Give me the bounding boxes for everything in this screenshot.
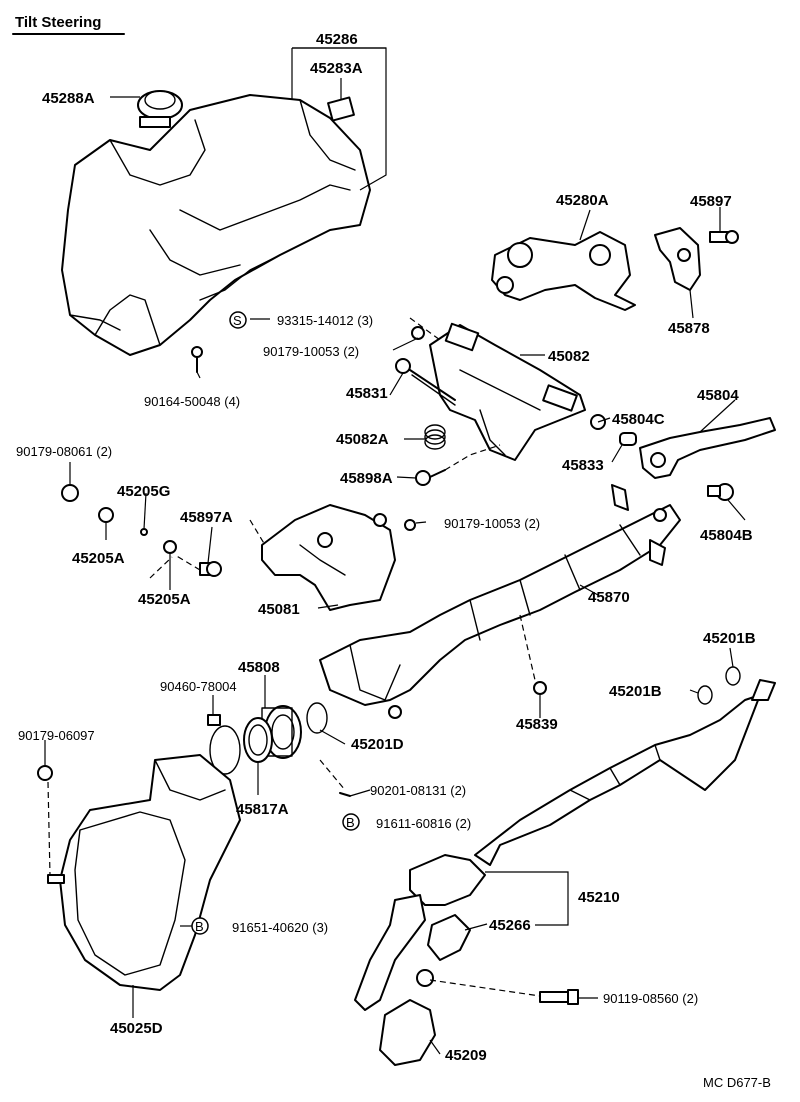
ring-45288A	[137, 90, 183, 120]
bushing-45833	[619, 432, 637, 446]
snap-ring-45201B-1	[697, 685, 713, 705]
screw-90164	[191, 346, 203, 373]
nut-90179-06097	[37, 765, 53, 781]
label-91651-40620: 91651-40620 (3)	[232, 920, 328, 935]
label-45286: 45286	[316, 31, 358, 48]
label-45831: 45831	[346, 385, 388, 402]
label-45201B-1: 45201B	[703, 630, 756, 647]
label-90179-10053-a: 90179-10053 (2)	[263, 344, 359, 359]
label-45878: 45878	[668, 320, 710, 337]
bracket-45081	[261, 504, 396, 611]
circled-b-text-2: B	[195, 919, 204, 934]
circled-s-marker	[229, 311, 247, 329]
label-90460-78004: 90460-78004	[160, 679, 237, 694]
washer-45205A-1	[98, 507, 114, 523]
bracket-45280A	[491, 231, 636, 311]
label-90201-08131: 90201-08131 (2)	[370, 783, 466, 798]
nut-90179-10053-top	[411, 326, 425, 340]
sleeve-45266	[427, 914, 471, 961]
circled-s-text: S	[233, 313, 242, 328]
label-45205A-1: 45205A	[72, 550, 125, 567]
label-45025D: 45025D	[110, 1020, 163, 1037]
label-90164-50048: 90164-50048 (4)	[144, 394, 240, 409]
insert-piece	[327, 96, 355, 122]
bolt-45804B	[707, 483, 734, 501]
label-45266: 45266	[489, 917, 531, 934]
label-45288A: 45288A	[42, 90, 95, 107]
label-45804B: 45804B	[700, 527, 753, 544]
label-45897: 45897	[690, 193, 732, 210]
label-45804C: 45804C	[612, 411, 665, 428]
label-90179-06097: 90179-06097	[18, 728, 95, 743]
label-45081: 45081	[258, 601, 300, 618]
label-45804: 45804	[697, 387, 739, 404]
label-45209: 45209	[445, 1047, 487, 1064]
column-tube-45870	[319, 484, 681, 719]
circled-b-marker-1	[342, 813, 360, 831]
bolt-45898A	[415, 469, 446, 486]
clamp-90460	[207, 714, 241, 775]
ball-45205G	[140, 528, 148, 536]
bolt-45897	[709, 230, 739, 244]
label-90179-08061: 90179-08061 (2)	[16, 444, 112, 459]
label-45082: 45082	[548, 348, 590, 365]
diagram-title: Tilt Steering	[15, 14, 101, 31]
nut-90179-08061	[61, 484, 79, 502]
snap-ring-45201B-2	[725, 666, 741, 686]
ring-45817A	[243, 717, 273, 763]
bracket-45082	[429, 322, 586, 461]
label-45808: 45808	[238, 659, 280, 676]
label-45283A: 45283A	[310, 60, 363, 77]
circled-b-marker-2	[191, 917, 209, 935]
circled-b-text-1: B	[346, 815, 355, 830]
cover-45025D	[59, 754, 241, 991]
yoke-45209	[379, 969, 436, 1066]
label-45280A: 45280A	[556, 192, 609, 209]
spring-45082A	[424, 424, 446, 450]
label-45817A: 45817A	[236, 801, 289, 818]
nut-90179-10053-bottom	[404, 519, 416, 531]
nut-45839	[533, 681, 547, 695]
label-45898A: 45898A	[340, 470, 393, 487]
label-90119-08560: 90119-08560 (2)	[603, 991, 698, 1006]
snap-ring-45201D	[306, 702, 328, 734]
label-45205G: 45205G	[117, 483, 170, 500]
label-45839: 45839	[516, 716, 558, 733]
washer-45205A-2	[163, 540, 177, 554]
label-45082A: 45082A	[336, 431, 389, 448]
lever-45878	[654, 227, 701, 291]
label-45205A-2: 45205A	[138, 591, 191, 608]
label-45870: 45870	[588, 589, 630, 606]
label-45897A: 45897A	[180, 509, 233, 526]
reference-code: MC D677-B	[703, 1075, 771, 1090]
intermediate-shaft-45210	[354, 679, 776, 1011]
label-45833: 45833	[562, 457, 604, 474]
label-90179-10053-b: 90179-10053 (2)	[444, 516, 540, 531]
pin-45897A	[199, 561, 222, 577]
screw-91651	[47, 874, 65, 884]
label-45210: 45210	[578, 889, 620, 906]
label-45201B-2: 45201B	[609, 683, 662, 700]
bolt-90119	[539, 989, 579, 1005]
label-45201D: 45201D	[351, 736, 404, 753]
label-93315-14012: 93315-14012 (3)	[277, 313, 373, 328]
bolt-90201	[339, 792, 351, 797]
label-91611-60816: 91611-60816 (2)	[376, 816, 471, 831]
column-cover-illustration	[61, 90, 371, 356]
